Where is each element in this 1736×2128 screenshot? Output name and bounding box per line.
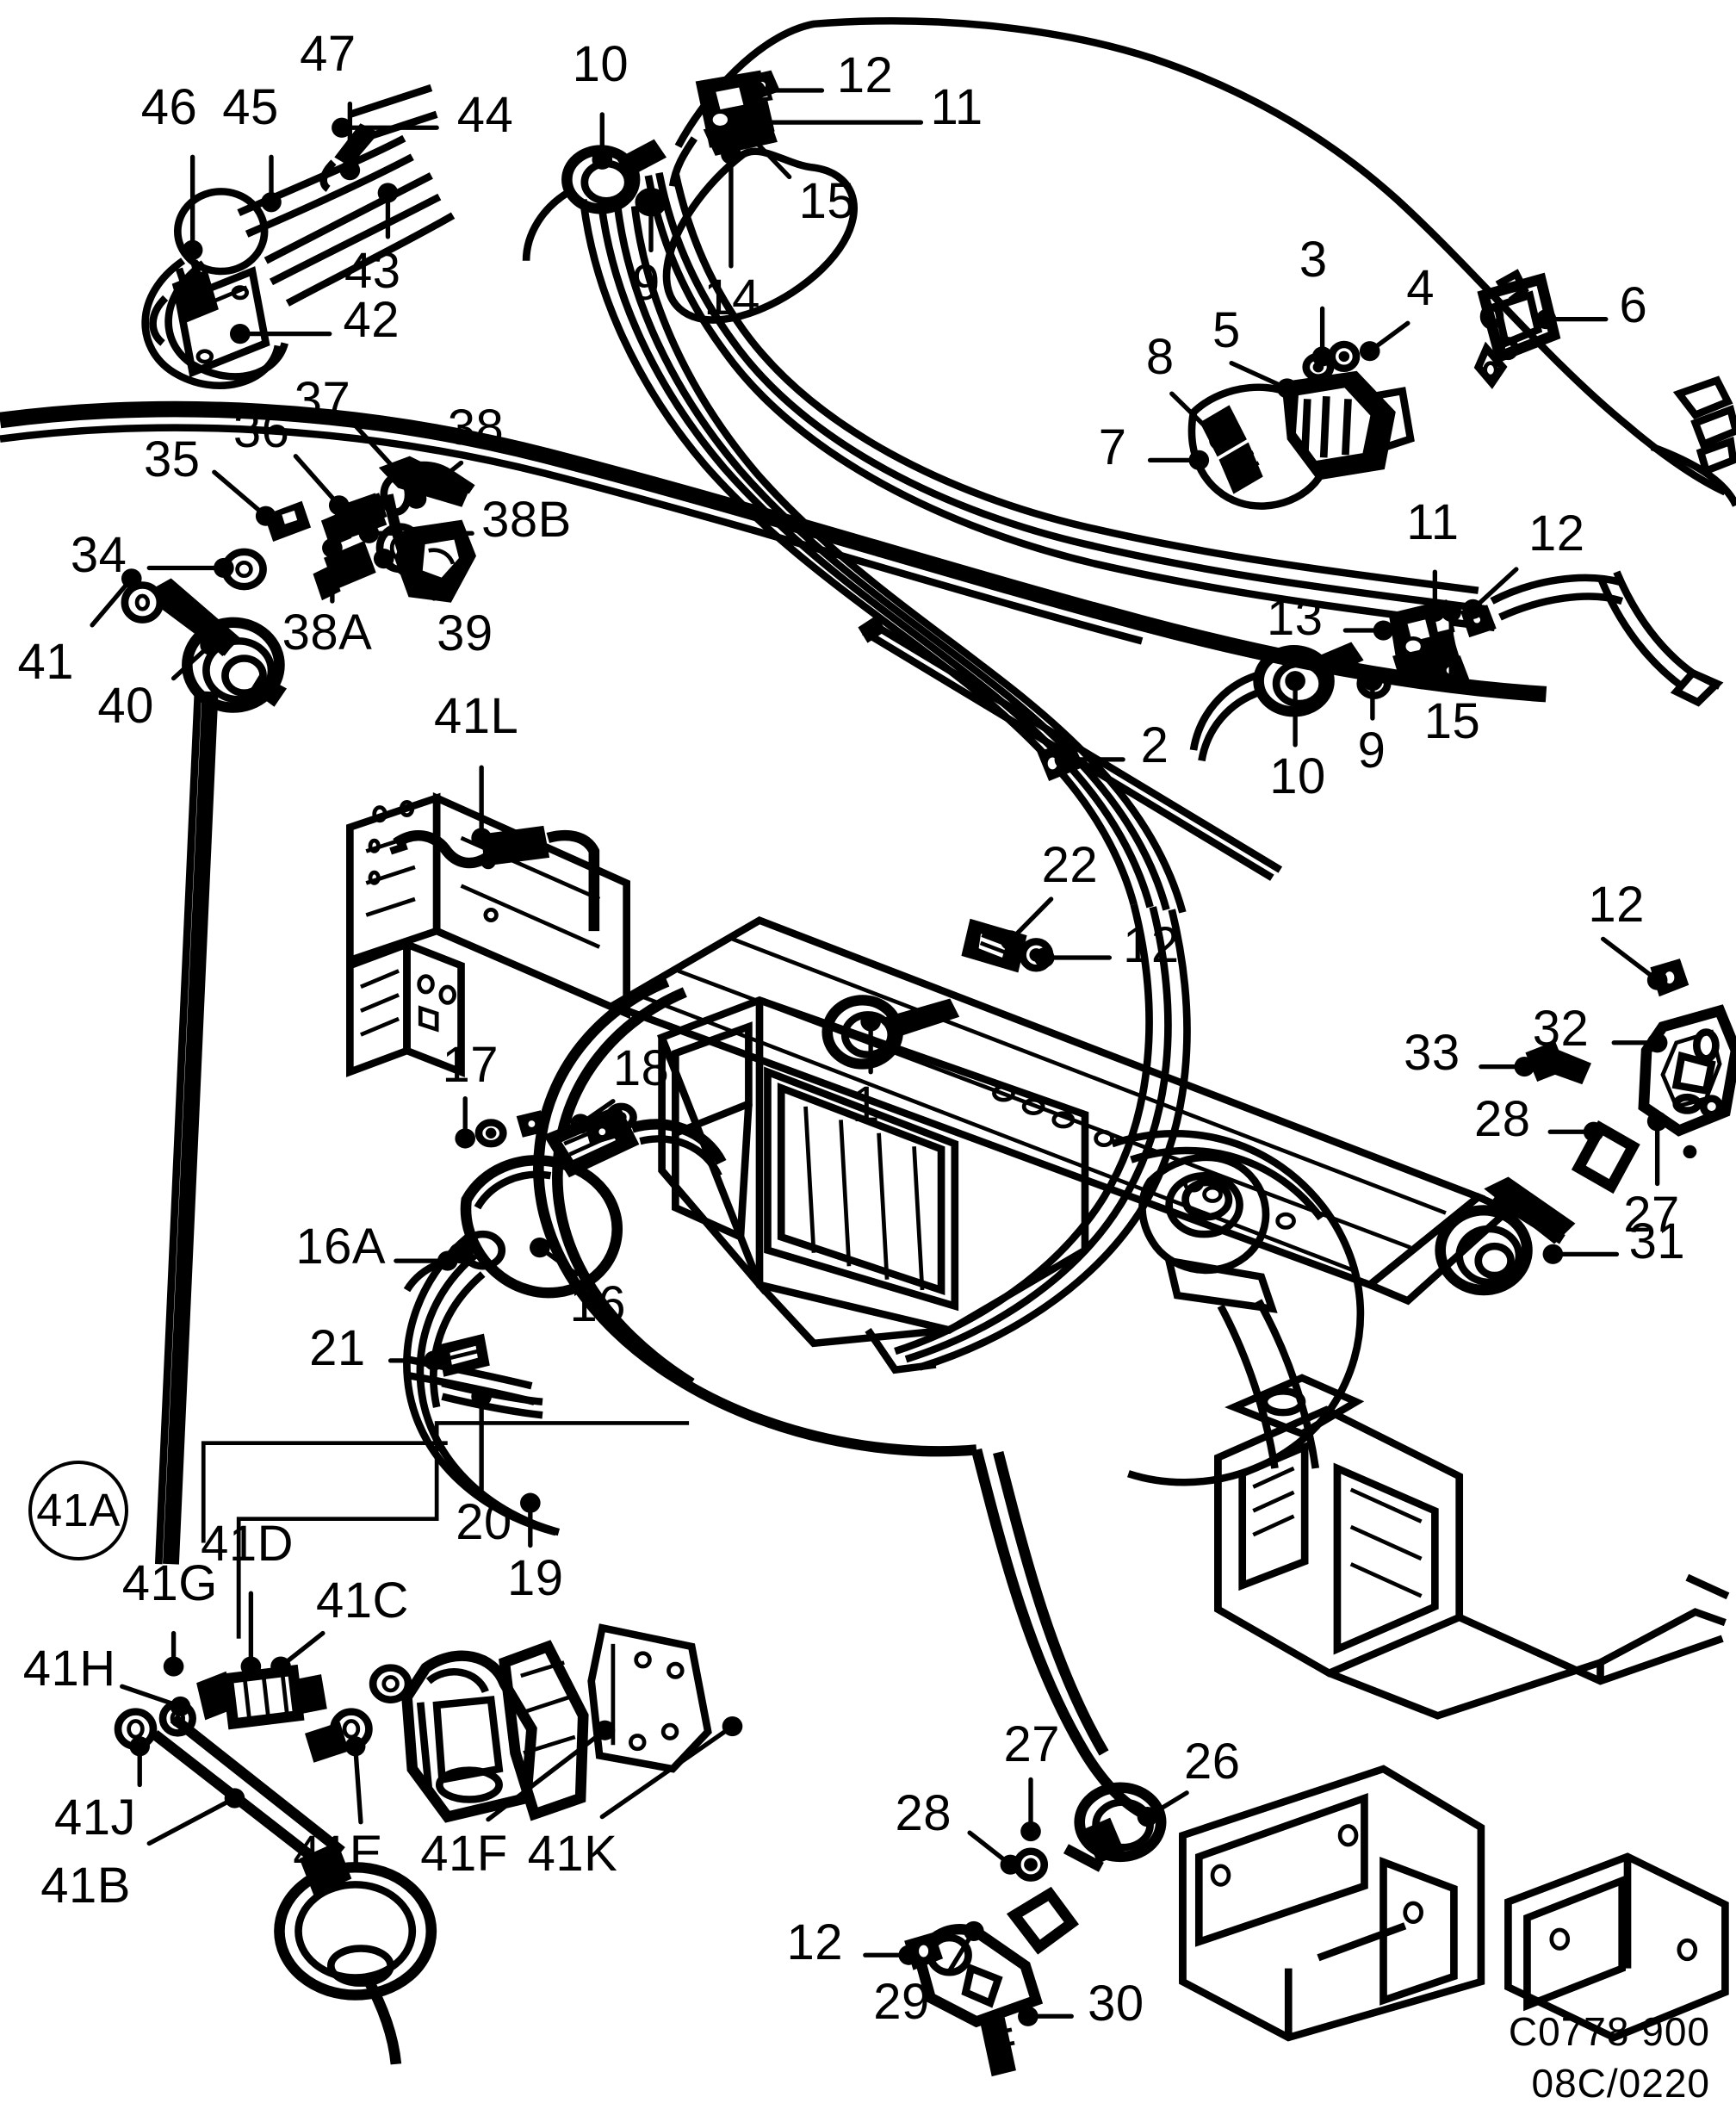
heater-box (656, 995, 1089, 1374)
callout-12[interactable]: 12 (786, 1914, 844, 1970)
callout-16[interactable]: 16 (569, 1275, 627, 1332)
callout-12[interactable]: 12 (836, 47, 894, 103)
callout-41e[interactable]: 41E (293, 1825, 383, 1882)
callout-41a[interactable]: 41A (28, 1460, 129, 1560)
callout-41[interactable]: 41 (17, 633, 74, 690)
callout-27[interactable]: 27 (1623, 1187, 1680, 1244)
part-group-27-33 (1435, 959, 1736, 1296)
callout-40[interactable]: 40 (97, 677, 154, 734)
callout-20[interactable]: 20 (456, 1493, 512, 1550)
callout-29[interactable]: 29 (873, 1974, 930, 2031)
callout-16a[interactable]: 16A (295, 1219, 387, 1275)
callout-12[interactable]: 12 (1123, 916, 1180, 973)
callout-10[interactable]: 10 (1269, 748, 1326, 804)
callout-15[interactable]: 15 (1423, 693, 1481, 750)
part-group-26-30 (904, 1765, 1485, 2077)
callout-41l[interactable]: 41L (434, 688, 519, 745)
callout-41b[interactable]: 41B (40, 1857, 131, 1914)
figure-code-line-2: 08C/0220 (1531, 2061, 1710, 2106)
callout-43[interactable]: 43 (344, 242, 401, 299)
callout-28[interactable]: 28 (895, 1785, 952, 1842)
callout-22[interactable]: 22 (1041, 837, 1099, 894)
callout-21[interactable]: 21 (309, 1319, 366, 1376)
callout-12[interactable]: 12 (1588, 877, 1645, 934)
callout-41h[interactable]: 41H (22, 1640, 116, 1697)
callout-26[interactable]: 26 (1183, 1733, 1241, 1790)
callout-2[interactable]: 2 (1140, 717, 1169, 774)
callout-41d[interactable]: 41D (201, 1515, 294, 1572)
callout-27[interactable]: 27 (1003, 1715, 1061, 1772)
callout-38[interactable]: 38 (447, 399, 505, 456)
callout-41f[interactable]: 41F (420, 1825, 508, 1882)
part-group-42-47 (141, 84, 456, 389)
callout-35[interactable]: 35 (143, 431, 201, 487)
callout-31[interactable]: 31 (1628, 1213, 1686, 1270)
callout-46[interactable]: 46 (140, 78, 198, 135)
callout-38a[interactable]: 38A (282, 604, 373, 661)
callout-34[interactable]: 34 (70, 527, 127, 584)
callout-42[interactable]: 42 (343, 291, 400, 348)
callout-41c[interactable]: 41C (315, 1573, 409, 1629)
callout-12[interactable]: 12 (1528, 506, 1585, 562)
callout-14[interactable]: 14 (704, 269, 760, 326)
callout-5[interactable]: 5 (1212, 302, 1241, 359)
callout-19[interactable]: 19 (507, 1549, 564, 1606)
callout-37[interactable]: 37 (294, 371, 351, 428)
callout-6[interactable]: 6 (1619, 276, 1648, 333)
callout-41j[interactable]: 41J (54, 1789, 137, 1846)
callout-11[interactable]: 11 (1406, 493, 1460, 550)
chassis-rail (346, 792, 1516, 1306)
steering-column-assembly (1111, 1130, 1730, 2042)
callout-36[interactable]: 36 (232, 402, 290, 459)
callout-41g[interactable]: 41G (121, 1555, 218, 1611)
callout-45[interactable]: 45 (222, 78, 279, 135)
part-41A-rod (154, 691, 219, 1565)
callout-11[interactable]: 11 (930, 78, 983, 135)
callout-3[interactable]: 3 (1299, 232, 1328, 288)
callout-30[interactable]: 30 (1088, 1976, 1144, 2032)
callout-47[interactable]: 47 (300, 25, 356, 82)
callout-33[interactable]: 33 (1404, 1024, 1460, 1081)
callout-9[interactable]: 9 (631, 254, 660, 311)
callout-44[interactable]: 44 (456, 87, 514, 144)
callout-10[interactable]: 10 (572, 36, 629, 93)
callout-41k[interactable]: 41K (527, 1825, 618, 1882)
callout-15[interactable]: 15 (798, 173, 856, 230)
callout-13[interactable]: 13 (1267, 589, 1324, 646)
callout-38b[interactable]: 38B (481, 491, 572, 548)
callout-8[interactable]: 8 (1145, 329, 1175, 386)
callout-28[interactable]: 28 (1474, 1091, 1531, 1148)
callout-4[interactable]: 4 (1406, 259, 1435, 316)
callout-17[interactable]: 17 (442, 1036, 499, 1093)
callout-18[interactable]: 18 (612, 1040, 670, 1097)
callout-1[interactable]: 1 (852, 1076, 880, 1133)
callout-7[interactable]: 7 (1098, 419, 1127, 476)
part-group-16-21 (403, 1102, 727, 1419)
figure-code-line-1: C0778 900 (1508, 2009, 1710, 2054)
callout-32[interactable]: 32 (1532, 1001, 1590, 1057)
callout-9[interactable]: 9 (1357, 723, 1386, 779)
callout-39[interactable]: 39 (437, 605, 493, 662)
